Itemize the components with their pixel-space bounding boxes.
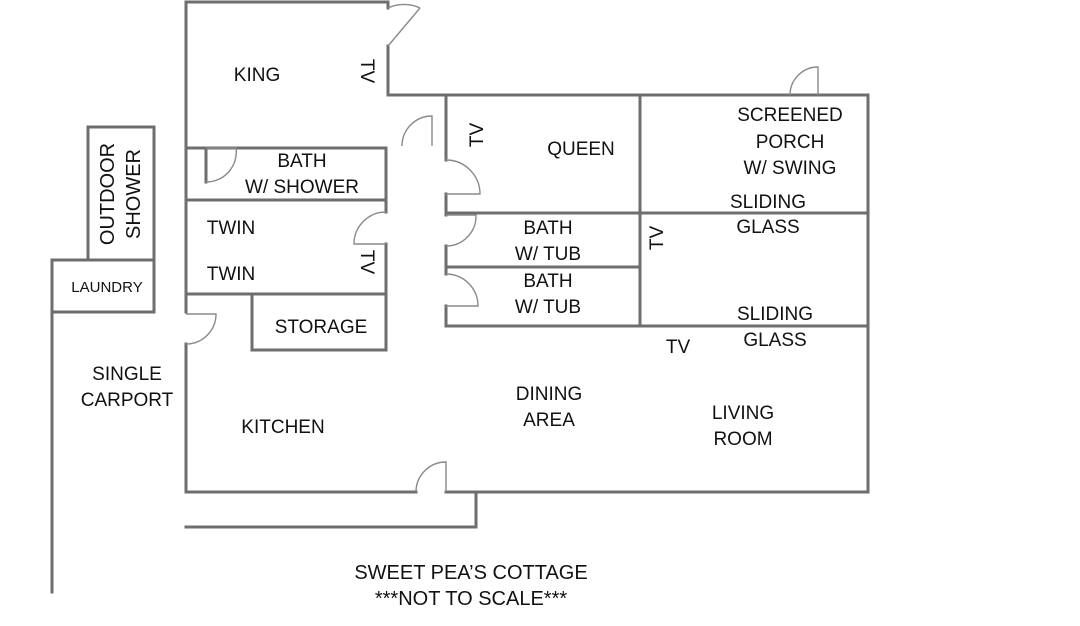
caption-note: ***NOT TO SCALE*** [375,588,568,610]
room-bath-tub-2-line-2: W/ TUB [515,297,581,318]
room-carport-line-1: SINGLE [92,364,162,385]
door-porch [789,66,819,96]
room-storage: STORAGE [275,317,368,338]
tv-label-living: TV [666,337,691,358]
room-twin-2: TWIN [207,264,256,285]
walls [50,0,870,594]
room-bath-shower-line-1: BATH [277,151,326,172]
room-bath-tub-1-line-2: W/ TUB [515,244,581,265]
room-dining-line-2: AREA [523,410,575,431]
sliding-glass-2-line-1: SLIDING [737,304,813,325]
room-bath-tub-2-line-1: BATH [523,271,572,292]
door-hall-top [401,115,433,147]
room-porch-line-2: PORCH [756,132,825,153]
door-bath-tub-2 [445,273,479,307]
room-labels: KING QUEEN SCREENED PORCH W/ SWING BATH … [71,65,843,450]
tv-label-twin: TV [356,250,377,275]
room-king: KING [234,65,280,86]
bath-shower-walls [184,146,388,202]
door-queen [445,159,481,195]
tv-label-queen: TV [467,123,488,148]
room-outdoor-shower-line-1: OUTDOOR [97,143,119,245]
room-living-line-1: LIVING [712,403,774,424]
room-laundry: LAUNDRY [71,279,142,296]
door-bath-shower [205,147,237,183]
door-twin [353,211,387,245]
room-bath-shower-line-2: W/ SHOWER [245,177,359,198]
sliding-glass-1-line-1: SLIDING [730,192,806,213]
caption-title: SWEET PEA’S COTTAGE [354,562,587,584]
door-bath-tub-1 [445,214,477,247]
room-porch-line-3: W/ SWING [744,158,837,179]
feature-labels: SLIDING GLASS SLIDING GLASS TV TV TV TV … [356,59,813,358]
outdoor-shower-walls [86,125,156,262]
caption: SWEET PEA’S COTTAGE ***NOT TO SCALE*** [354,562,587,610]
door-king-entry [387,3,421,47]
sliding-glass-2-line-2: GLASS [743,330,806,351]
tv-label-porch: TV [647,226,668,251]
room-dining-line-1: DINING [516,384,583,405]
doors [185,3,819,493]
room-outdoor-shower-line-2: SHOWER [123,149,145,239]
storage-walls [250,292,388,352]
sliding-glass-1-line-2: GLASS [736,217,799,238]
room-bath-tub-1-line-1: BATH [523,218,572,239]
room-twin-1: TWIN [207,218,256,239]
room-queen: QUEEN [547,139,615,160]
room-carport-line-2: CARPORT [81,390,174,411]
laundry-walls [50,258,156,314]
king-walls [184,0,870,148]
door-kitchen-side [185,313,217,345]
door-front [415,461,447,493]
room-porch-line-1: SCREENED [737,105,843,126]
tv-label-king: TV [356,59,377,84]
room-living-line-2: ROOM [713,429,772,450]
room-kitchen: KITCHEN [241,417,324,438]
